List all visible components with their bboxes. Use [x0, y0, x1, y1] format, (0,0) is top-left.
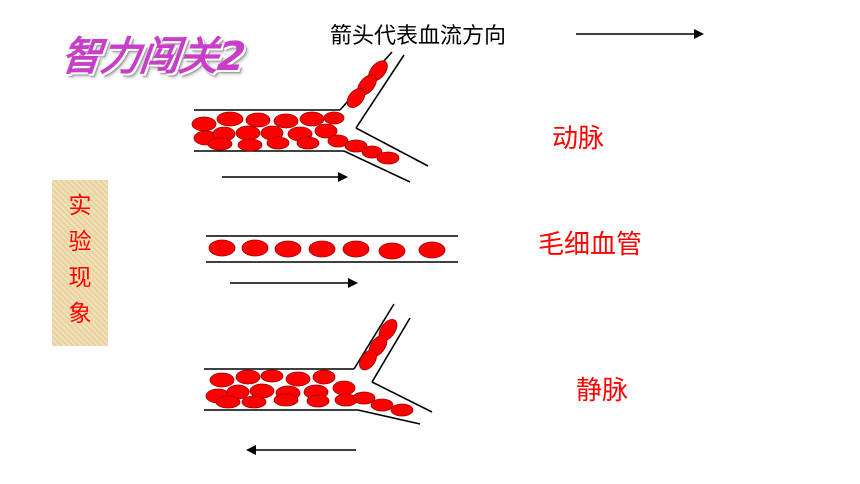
legend-arrow-icon: [576, 29, 704, 39]
red-blood-cells: [208, 239, 446, 260]
phenomenon-char: 验: [68, 229, 92, 255]
experiment-phenomenon-box: 实 验 现 象: [52, 180, 108, 346]
capillary-label: 毛细血管: [538, 230, 643, 260]
artery-label: 动脉: [552, 124, 605, 154]
phenomenon-char: 现: [68, 265, 92, 291]
artery-flow-arrow: [222, 172, 348, 182]
capillary-flow-arrow: [230, 278, 358, 288]
phenomenon-char: 象: [68, 301, 92, 327]
legend-caption: 箭头代表血流方向: [330, 24, 507, 49]
vein-flow-arrow: [246, 445, 356, 455]
vein-label: 静脉: [576, 376, 629, 406]
phenomenon-char: 实: [68, 193, 92, 219]
red-blood-cells: [205, 318, 414, 417]
red-blood-cells: [191, 60, 400, 165]
